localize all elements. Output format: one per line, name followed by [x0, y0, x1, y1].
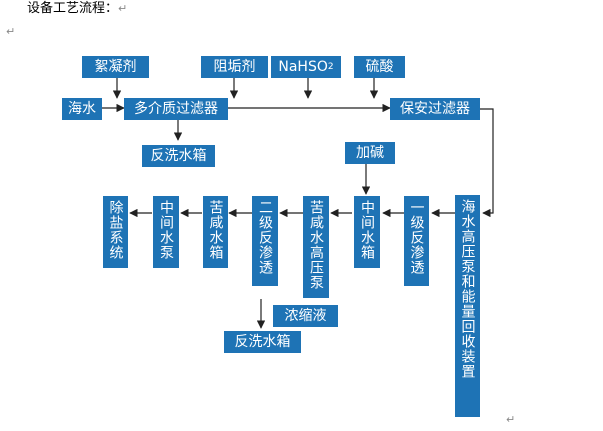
backwash-tank-top-box: 反洗水箱 — [142, 145, 215, 167]
flocculant-box: 絮凝剂 — [82, 56, 149, 78]
middle-pump-box: 中间水泵 — [153, 196, 179, 268]
arrow-security-hppump — [480, 108, 494, 218]
sulfuric-acid-box: 硫酸 — [354, 56, 405, 78]
second-ro-box: 二级反渗透 — [252, 196, 278, 286]
middle-tank-box: 中间水箱 — [354, 196, 380, 268]
hp-pump-energy-recovery-box: 海水高压泵和能量回收装置 — [455, 195, 480, 417]
brackish-tank-box: 苦咸水箱 — [203, 196, 228, 268]
antiscalant-box: 阻垢剂 — [201, 56, 268, 78]
multimedia-filter-box: 多介质过滤器 — [124, 98, 228, 120]
alkali-box: 加碱 — [345, 142, 395, 164]
seawater-box: 海水 — [62, 98, 102, 120]
security-filter-box: 保安过滤器 — [390, 98, 480, 120]
brackish-hp-pump-box: 苦咸水高压泵 — [303, 196, 329, 298]
paragraph-mark: ↵ — [6, 25, 16, 38]
desalination-system-box: 除盐系统 — [103, 196, 128, 268]
process-title: 设备工艺流程：↵ — [27, 1, 128, 16]
backwash-tank-bottom-box: 反洗水箱 — [224, 331, 301, 353]
concentrate-box: 浓缩液 — [273, 305, 338, 327]
paragraph-mark: ↵ — [506, 413, 516, 426]
first-ro-box: 一级反渗透 — [404, 196, 429, 286]
